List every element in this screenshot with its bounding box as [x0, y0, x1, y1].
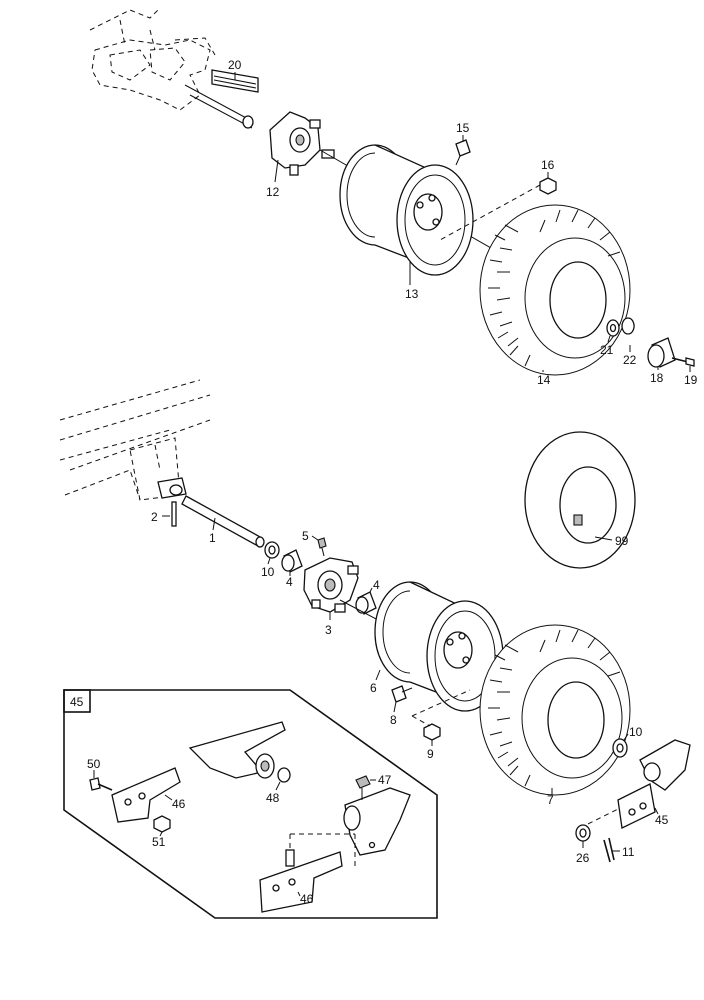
- part-2-pin: [171, 501, 177, 527]
- label-7: 7: [547, 793, 554, 807]
- part-14-tyre: [479, 204, 631, 376]
- inset-part-46-upper: [111, 767, 181, 823]
- part-3-hub: [303, 557, 359, 613]
- part-13-rim: [339, 144, 474, 276]
- part-18-cap: [647, 337, 676, 368]
- label-10-upper: 10: [261, 565, 275, 579]
- label-46-lower: 46: [300, 892, 314, 906]
- label-21: 21: [600, 343, 614, 357]
- label-5: 5: [302, 529, 309, 543]
- inset-part-46-lower: [259, 849, 343, 913]
- label-11: 11: [622, 845, 635, 859]
- label-48: 48: [266, 791, 280, 805]
- part-16-nut: [539, 177, 557, 195]
- label-16: 16: [541, 158, 555, 172]
- label-22: 22: [623, 353, 637, 367]
- label-3: 3: [325, 623, 332, 637]
- part-4-bearing-right: [355, 591, 377, 615]
- inset-part-50-bolt: [89, 777, 113, 791]
- part-45-bracket: [617, 739, 691, 829]
- inset-part-47-nipple: [355, 775, 371, 800]
- part-22-clip: [621, 317, 635, 335]
- part-99-inner-tube: [524, 431, 636, 569]
- shaft-bushing: [242, 115, 254, 129]
- part-4-bearing-left: [281, 549, 303, 573]
- label-99: 99: [615, 534, 629, 548]
- detail-inset-45: [63, 689, 438, 919]
- part-5-grease-nipple: [317, 537, 327, 557]
- label-51: 51: [152, 835, 166, 849]
- inset-bracket-lower: [343, 787, 411, 856]
- part-8-valve: [391, 685, 413, 703]
- pivot-bracket: [157, 477, 187, 499]
- inset-bracket-upper: [188, 721, 286, 779]
- label-4-right: 4: [373, 578, 380, 592]
- label-9: 9: [427, 747, 434, 761]
- part-9-nut: [423, 723, 441, 741]
- inset-part-48: [277, 767, 291, 783]
- label-50: 50: [87, 757, 101, 771]
- label-8: 8: [390, 713, 397, 727]
- label-15: 15: [456, 121, 470, 135]
- part-12-hub: [269, 111, 335, 176]
- lower-chassis-outline: [59, 379, 211, 501]
- part-7-tyre: [479, 624, 631, 796]
- label-46-upper: 46: [172, 797, 186, 811]
- label-19: 19: [684, 373, 698, 387]
- label-10-lower: 10: [629, 725, 643, 739]
- part-15-valve: [455, 139, 471, 166]
- label-2: 2: [151, 510, 158, 524]
- label-47: 47: [378, 773, 392, 787]
- label-14: 14: [537, 373, 551, 387]
- part-11-pin: [603, 837, 615, 863]
- label-45: 45: [655, 813, 669, 827]
- label-18: 18: [650, 371, 664, 385]
- part-19-bolt: [671, 357, 695, 367]
- upper-chassis-outline: [89, 7, 253, 129]
- label-26: 26: [576, 851, 590, 865]
- part-1-axle-shaft: [181, 495, 265, 548]
- inset-part-51-nut: [153, 815, 171, 833]
- label-20: 20: [228, 58, 242, 72]
- label-1: 1: [209, 531, 216, 545]
- label-12: 12: [266, 185, 280, 199]
- label-4-left: 4: [286, 575, 293, 589]
- label-6: 6: [370, 681, 377, 695]
- label-inset-45: 45: [70, 695, 84, 709]
- label-13: 13: [405, 287, 419, 301]
